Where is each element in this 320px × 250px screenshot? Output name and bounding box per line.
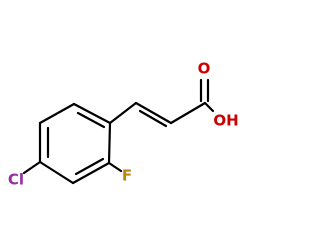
bond-ring-to-cl [22,160,42,175]
fluorine-label: F [122,167,132,185]
bond-vinyl-double [134,101,173,125]
ring-bond-c1-c2 [72,102,112,125]
bond-ring-to-f [107,161,123,173]
bond-layer [22,78,215,185]
bond-ring-to-vinyl [108,101,138,125]
ring-bond-c6-c1 [38,102,76,125]
ring-inner-bond-c1-c2 [76,111,106,129]
carbonyl-oxygen-label: O [198,60,211,78]
chlorine-label: Cl [8,171,24,189]
ring-inner-bond-c3-c4 [74,157,105,176]
bond-vinyl-to-carboxyl [169,101,207,125]
hydroxyl-label: OH [213,112,238,130]
bond-carboxyl-to-oh [203,101,215,113]
ring-bond-c4-c5 [38,160,75,185]
structure-canvas: Cl F O OH [8,60,239,189]
bond-vinyl-double-inner [138,109,168,128]
atom-label-layer: Cl F O OH [8,60,239,189]
ring-bond-c2-c3 [107,121,112,165]
ring-bond-c3-c4 [71,161,111,185]
